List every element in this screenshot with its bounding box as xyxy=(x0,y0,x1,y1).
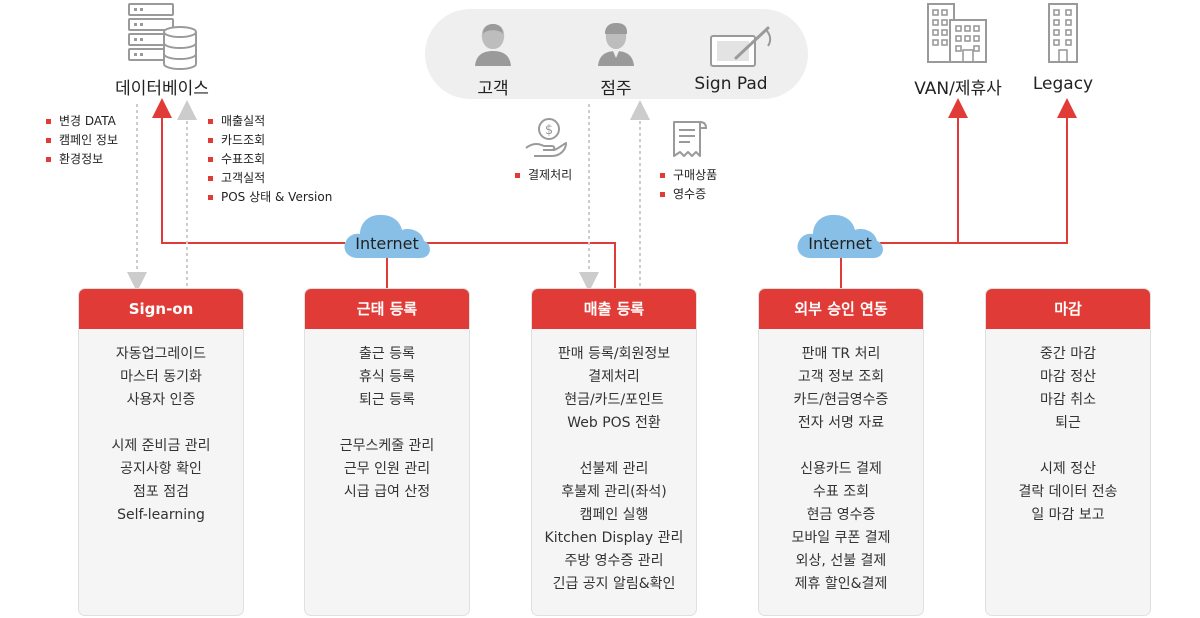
database-label: 데이터베이스 xyxy=(115,79,209,99)
card-group: 선불제 관리 후불제 관리(좌석) 캠페인 실행 Kitchen Display… xyxy=(532,458,696,596)
card-sign-on: Sign-on 자동업그레이드 마스터 동기화 사용자 인증 시제 준비금 관리… xyxy=(78,288,244,616)
list-item: 구매상품 xyxy=(660,166,717,185)
list-item: 후불제 관리(좌석) xyxy=(561,484,667,500)
list-item: 퇴근 xyxy=(1055,415,1081,431)
list-item: 제휴 할인&결제 xyxy=(794,576,888,592)
list-item: 현금 영수증 xyxy=(806,507,876,523)
line-internet-to-van xyxy=(880,98,968,244)
list-item: 출근 등록 xyxy=(359,346,415,362)
customer-label: 고객 xyxy=(477,79,509,99)
list-item: 외상, 선불 결제 xyxy=(795,553,887,569)
van-label: VAN/제휴사 xyxy=(914,79,1002,99)
payment-bullets: 결제처리 xyxy=(515,166,572,185)
list-item: 고객 정보 조회 xyxy=(797,369,885,385)
card-title: Sign-on xyxy=(79,289,243,329)
database-left-bullets: 변경 DATA 캠페인 정보 환경정보 xyxy=(46,112,118,169)
list-item: POS 상태 & Version xyxy=(208,188,332,207)
internet-label-left: Internet xyxy=(355,234,419,253)
database-server-icon xyxy=(128,3,197,70)
list-item: 자동업그레이드 xyxy=(115,346,207,362)
list-item: 근무 인원 관리 xyxy=(343,461,431,477)
list-item: 마감 취소 xyxy=(1040,392,1096,408)
card-title: 매출 등록 xyxy=(532,289,696,329)
card-title: 근태 등록 xyxy=(305,289,469,329)
list-item: 현금/카드/포인트 xyxy=(564,392,664,408)
list-item: 시급 급여 산정 xyxy=(343,484,431,500)
internet-cloud-icon xyxy=(344,214,430,258)
list-item: 판매 등록/회원정보 xyxy=(557,346,671,362)
list-item: 캠페인 정보 xyxy=(46,131,118,150)
list-item: 수표 조회 xyxy=(813,484,869,500)
card-group: 시제 준비금 관리 공지사항 확인 점포 점검 Self-learning xyxy=(79,435,243,527)
van-building-icon xyxy=(927,3,987,63)
list-item: 마감 정산 xyxy=(1040,369,1096,385)
card-group: 판매 등록/회원정보 결제처리 현금/카드/포인트 Web POS 전환 xyxy=(532,343,696,435)
list-item: 점포 점검 xyxy=(133,484,189,500)
list-item: Kitchen Display 관리 xyxy=(544,530,684,546)
list-item: 신용카드 결제 xyxy=(800,461,882,477)
list-item: 사용자 인증 xyxy=(126,392,196,408)
card-group: 자동업그레이드 마스터 동기화 사용자 인증 xyxy=(79,343,243,412)
list-item: 공지사항 확인 xyxy=(120,461,202,477)
card-external-approval: 외부 승인 연동 판매 TR 처리 고객 정보 조회 카드/현금영수증 전자 서… xyxy=(758,288,924,616)
list-item: 선불제 관리 xyxy=(579,461,649,477)
line-internet-to-database xyxy=(152,98,345,244)
list-item: Self-learning xyxy=(117,507,205,523)
card-group: 신용카드 결제 수표 조회 현금 영수증 모바일 쿠폰 결제 외상, 선불 결제… xyxy=(759,458,923,596)
list-item: 카드/현금영수증 xyxy=(793,392,889,408)
legacy-label: Legacy xyxy=(1032,74,1094,94)
card-title: 마감 xyxy=(986,289,1150,329)
receipt-icon xyxy=(673,121,708,157)
card-closing: 마감 중간 마감 마감 정산 마감 취소 퇴근 시제 정산 결락 데이터 전송 … xyxy=(985,288,1151,616)
card-group: 시제 정산 결락 데이터 전송 일 마감 보고 xyxy=(986,458,1150,527)
payment-hand-coin-icon: $ xyxy=(525,118,567,157)
list-item: 퇴근 등록 xyxy=(359,392,415,408)
card-group: 판매 TR 처리 고객 정보 조회 카드/현금영수증 전자 서명 자료 xyxy=(759,343,923,435)
legacy-building-icon xyxy=(1048,3,1078,63)
list-item: 주방 영수증 관리 xyxy=(564,553,664,569)
owner-icon xyxy=(598,23,634,66)
list-item: 환경정보 xyxy=(46,150,118,169)
list-item: 마스터 동기화 xyxy=(120,369,202,385)
signpad-icon xyxy=(710,26,772,67)
receipt-bullets: 구매상품 영수증 xyxy=(660,166,717,204)
list-item: 휴식 등록 xyxy=(359,369,415,385)
list-item: 모바일 쿠폰 결제 xyxy=(791,530,891,546)
list-item: 전자 서명 자료 xyxy=(797,415,885,431)
owner-label: 점주 xyxy=(600,79,632,99)
signpad-label: Sign Pad xyxy=(694,74,768,94)
list-item: 긴급 공지 알림&확인 xyxy=(552,576,676,592)
list-item: 카드조회 xyxy=(208,131,332,150)
list-item: Web POS 전환 xyxy=(567,415,661,431)
svg-text:$: $ xyxy=(545,123,553,138)
internet-label-right: Internet xyxy=(808,234,872,253)
list-item: 수표조회 xyxy=(208,150,332,169)
list-item: 고객실적 xyxy=(208,169,332,188)
list-item: 영수증 xyxy=(660,185,717,204)
list-item: 결제처리 xyxy=(588,369,640,385)
list-item: 매출실적 xyxy=(208,112,332,131)
list-item: 근무스케줄 관리 xyxy=(339,438,435,454)
line-internet-to-sales xyxy=(425,242,616,288)
line-internet-to-legacy xyxy=(880,98,1077,244)
card-sales: 매출 등록 판매 등록/회원정보 결제처리 현금/카드/포인트 Web POS … xyxy=(531,288,697,616)
internet-cloud-icon xyxy=(797,214,883,258)
list-item: 일 마감 보고 xyxy=(1031,507,1105,523)
card-group: 근무스케줄 관리 근무 인원 관리 시급 급여 산정 xyxy=(305,435,469,504)
list-item: 판매 TR 처리 xyxy=(801,346,881,362)
database-right-bullets: 매출실적 카드조회 수표조회 고객실적 POS 상태 & Version xyxy=(208,112,332,207)
list-item: 시제 정산 xyxy=(1040,461,1096,477)
list-item: 결제처리 xyxy=(515,166,572,185)
list-item: 캠페인 실행 xyxy=(579,507,649,523)
list-item: 중간 마감 xyxy=(1040,346,1096,362)
card-group: 출근 등록 휴식 등록 퇴근 등록 xyxy=(305,343,469,412)
list-item: 결락 데이터 전송 xyxy=(1018,484,1118,500)
card-title: 외부 승인 연동 xyxy=(759,289,923,329)
list-item: 변경 DATA xyxy=(46,112,118,131)
customer-icon xyxy=(475,24,511,66)
card-attendance: 근태 등록 출근 등록 휴식 등록 퇴근 등록 근무스케줄 관리 근무 인원 관… xyxy=(304,288,470,616)
list-item: 시제 준비금 관리 xyxy=(111,438,211,454)
card-group: 중간 마감 마감 정산 마감 취소 퇴근 xyxy=(986,343,1150,435)
